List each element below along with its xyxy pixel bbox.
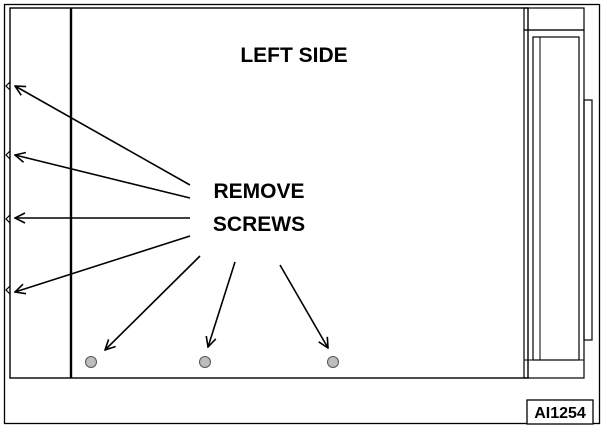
bottom-screw <box>327 356 339 368</box>
bottom-screw <box>85 356 97 368</box>
side-screw <box>5 285 11 295</box>
arrow-to-side-screw <box>15 155 191 199</box>
figure-id-box <box>526 399 594 425</box>
side-screw <box>5 150 11 160</box>
side-screw <box>5 81 11 91</box>
bottom-screws <box>85 356 339 368</box>
arrow-to-bottom-screw <box>208 261 236 347</box>
arrow-to-bottom-screw <box>105 255 201 350</box>
callout-label-line2: SCREWS <box>213 213 305 236</box>
diagram-title: LEFT SIDE <box>240 44 347 67</box>
callout-arrows <box>15 86 328 350</box>
outer-frame <box>3 3 601 425</box>
bottom-screw <box>199 356 211 368</box>
side-screws <box>5 81 11 295</box>
arrow-to-side-screw <box>15 235 191 292</box>
callout-label-line1: REMOVE <box>213 180 304 203</box>
arrow-to-bottom-screw <box>279 264 328 348</box>
figure-id: AI1254 <box>534 405 586 422</box>
side-screw <box>5 214 11 224</box>
arrow-to-side-screw <box>15 86 191 186</box>
cabinet-side-panel <box>9 7 529 379</box>
right-rail-assembly <box>523 7 593 379</box>
